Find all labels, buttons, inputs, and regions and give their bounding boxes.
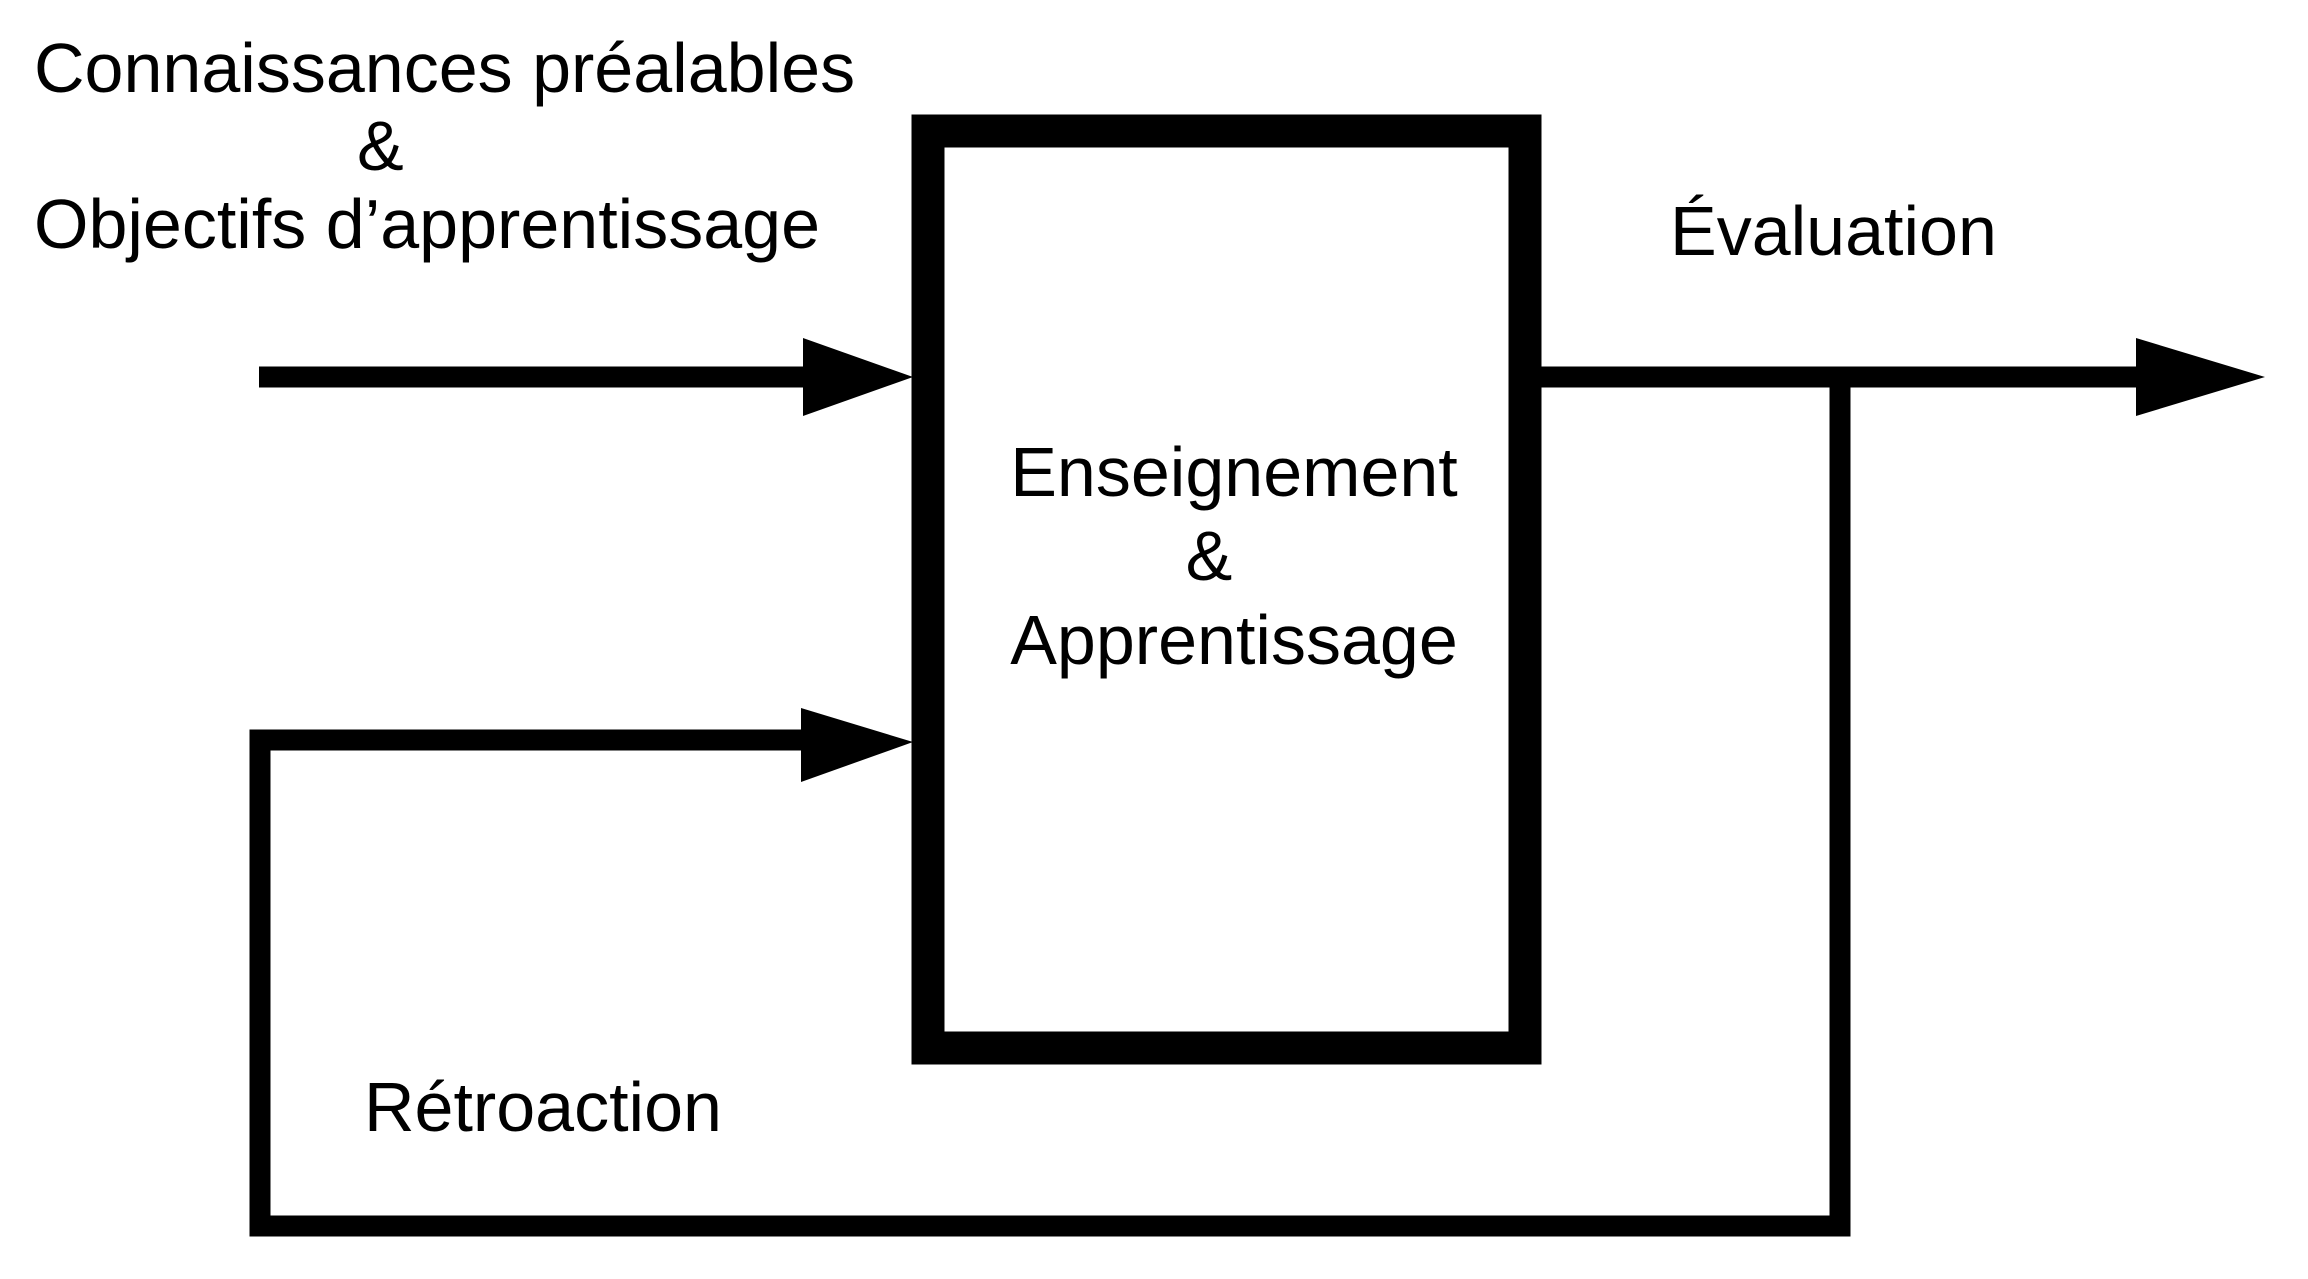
feedback-loop-line: [249, 377, 1851, 1237]
output-arrow: [1541, 338, 2265, 416]
process-label-line-3: Apprentissage: [1010, 601, 1458, 679]
input-label-line-3: Objectifs d’apprentissage: [34, 185, 820, 263]
process-label-line-1: Enseignement: [1010, 433, 1458, 511]
input-label-ampersand: &: [357, 107, 404, 185]
feedback-arrowhead: [801, 708, 913, 782]
input-label-line-1: Connaissances préalables: [34, 29, 855, 107]
process-box: [911, 114, 1542, 1065]
input-arrow: [259, 338, 913, 416]
process-label-ampersand: &: [1186, 517, 1233, 595]
output-label: Évaluation: [1670, 192, 1997, 270]
feedback-label: Rétroaction: [364, 1068, 722, 1146]
